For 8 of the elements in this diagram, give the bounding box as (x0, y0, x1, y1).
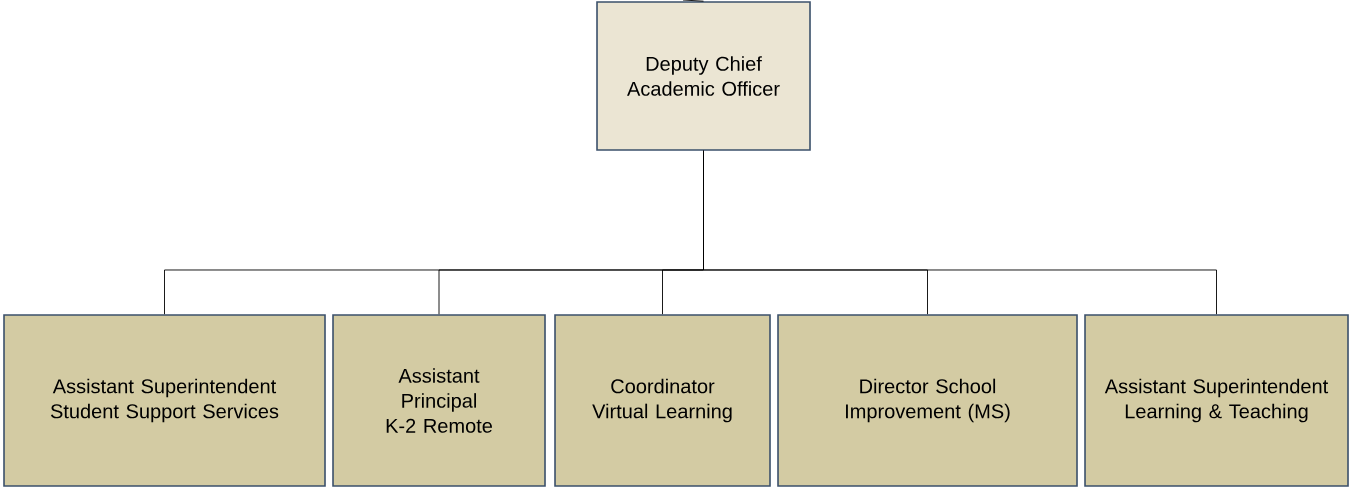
org-box: Coordinator Virtual Learning (554, 314, 771, 487)
connector-line (703, 150, 1217, 315)
org-box: Assistant Superintendent Learning & Teaching (1084, 314, 1349, 487)
org-box: Deputy Chief Academic Officer (596, 1, 811, 151)
connector-line (682, 0, 704, 2)
org-box: Director School Improvement (MS) (777, 314, 1078, 487)
org-box: Assistant Principal K-2 Remote (332, 314, 546, 487)
org-box: Assistant Superintendent Student Support Services (3, 314, 326, 487)
